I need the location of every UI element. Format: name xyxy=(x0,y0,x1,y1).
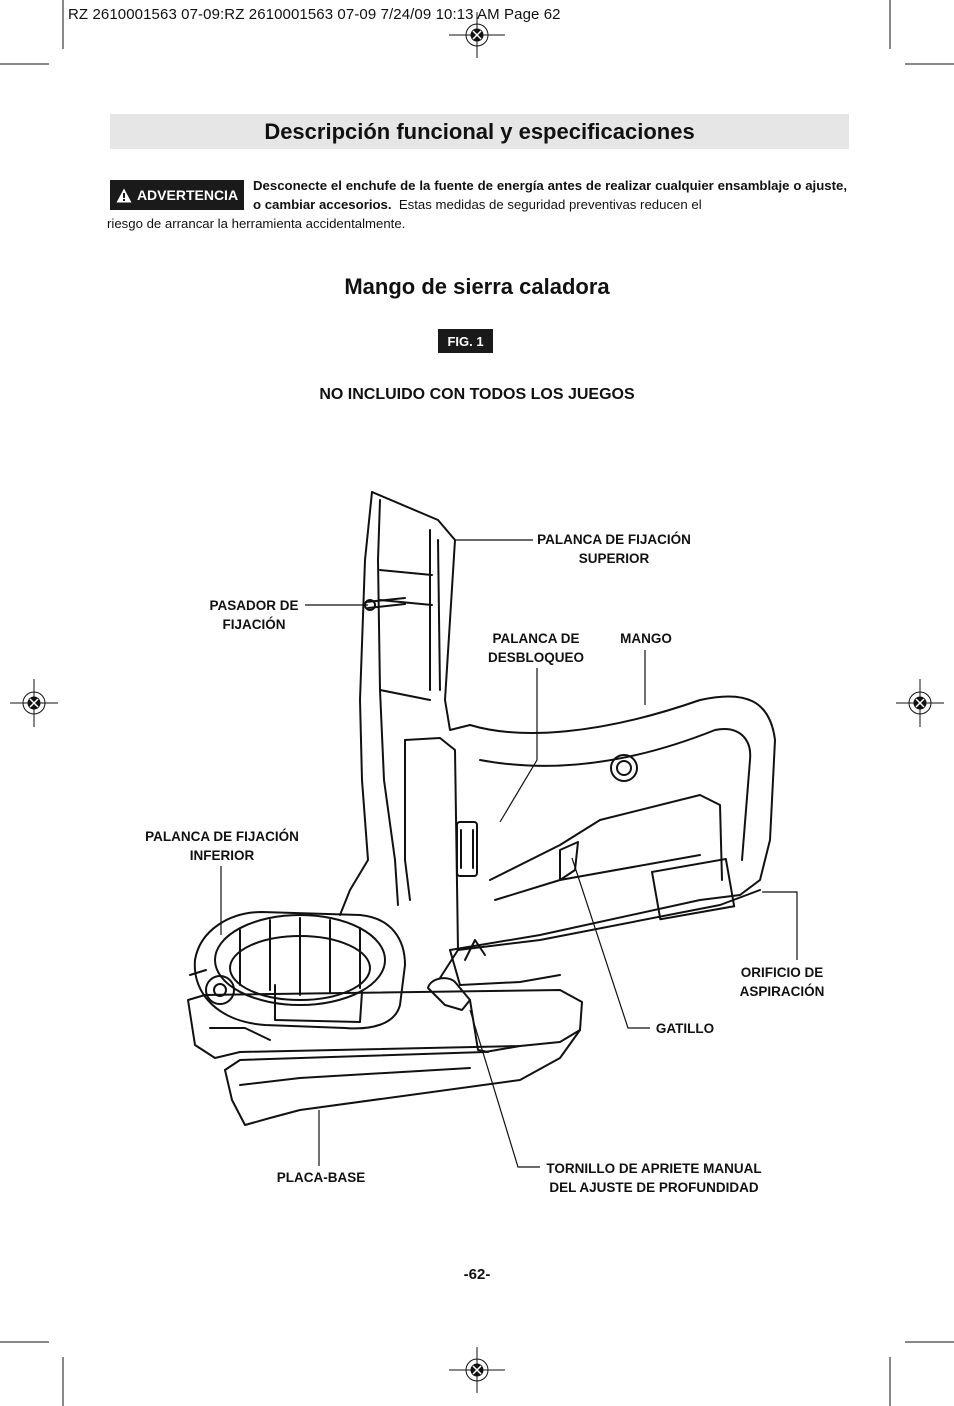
release-lever-shape xyxy=(456,821,478,877)
warning-normal-text: Estas medidas de seguridad preventivas r… xyxy=(398,197,702,212)
label-trigger: GATILLO xyxy=(655,1021,715,1036)
figure-title: Mango de sierra caladora xyxy=(344,274,610,299)
label-release-lever: PALANCA DE DESBLOQUEO xyxy=(487,631,584,665)
registration-mark-left xyxy=(10,679,58,727)
warning-badge-label: ADVERTENCIA xyxy=(136,187,239,203)
warning-triangle-icon xyxy=(116,188,132,202)
trigger-shape xyxy=(559,841,579,881)
section-header-bar xyxy=(110,114,849,149)
clamp-ring-shape xyxy=(193,911,406,1030)
handle-rivet-shape xyxy=(610,754,638,782)
registration-mark-bottom xyxy=(449,1347,505,1393)
label-locking-pin: PASADOR DE FIJACIÓN xyxy=(209,598,299,632)
column-shape xyxy=(371,491,471,731)
section-title: Descripción funcional y especificaciones xyxy=(264,119,695,144)
figure-note: NO INCLUIDO CON TODOS LOS JUEGOS xyxy=(319,386,635,403)
registration-mark-right xyxy=(896,679,944,727)
registration-mark-top xyxy=(449,12,505,58)
leader-trigger xyxy=(571,857,650,1029)
label-upper-lever: PALANCA DE FIJACIÓN SUPERIOR xyxy=(537,532,691,566)
warning-badge: ADVERTENCIA xyxy=(110,180,244,210)
page-number: -62- xyxy=(463,1266,491,1283)
print-header: RZ 2610001563 07-09:RZ 2610001563 07-09 … xyxy=(68,6,561,23)
label-handle: MANGO xyxy=(620,631,672,646)
vacuum-port-shape xyxy=(650,857,736,921)
label-depth-screw: TORNILLO DE APRIETE MANUAL DEL AJUSTE DE… xyxy=(546,1161,762,1195)
leader-depth-screw xyxy=(469,1009,540,1168)
leader-release-lever xyxy=(499,668,538,823)
warning-text: Desconecte el enchufe de la fuente de en… xyxy=(253,176,847,214)
warning-text-continuation: riesgo de arrancar la herramienta accide… xyxy=(107,216,406,231)
warning-bold-text: Desconecte el enchufe de la fuente de en… xyxy=(253,178,847,212)
label-vacuum-port: ORIFICIO DE ASPIRACIÓN xyxy=(739,965,825,999)
figure-badge: FIG. 1 xyxy=(438,329,493,353)
label-base-plate: PLACA-BASE xyxy=(276,1170,366,1185)
leader-vacuum-port xyxy=(762,891,798,960)
handle-shape xyxy=(449,695,776,951)
base-plate-shape xyxy=(187,989,583,1059)
depth-knob-shape xyxy=(427,977,471,1011)
label-lower-lever: PALANCA DE FIJACIÓN INFERIOR xyxy=(145,829,299,863)
